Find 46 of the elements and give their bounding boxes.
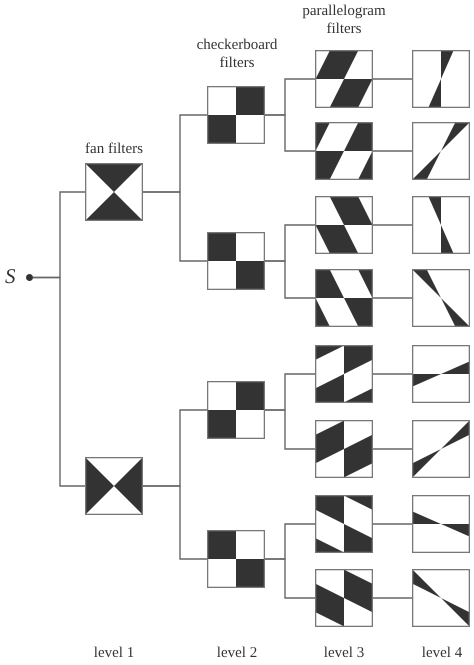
checkerboard-filter-drawing [207, 232, 265, 290]
parallelogram-filter-drawing [315, 420, 373, 478]
connector-line [373, 373, 412, 375]
fan-filter-drawing [85, 457, 143, 515]
connector-line [373, 297, 412, 299]
checkerboard-filter-drawing [207, 381, 265, 439]
level-label: level 4 [420, 644, 464, 662]
connector-line [265, 409, 315, 450]
column-heading: parallelogram filters [301, 2, 387, 38]
fan-filter-drawing [85, 163, 143, 221]
checkerboard-filter-drawing [207, 86, 265, 144]
connector-line [373, 597, 412, 599]
parallelogram-filter-drawing [315, 569, 373, 627]
wedge-filter-drawing [412, 420, 470, 478]
parallelogram-filter-drawing [315, 495, 373, 553]
level-label: level 2 [216, 644, 258, 662]
input-dot [26, 274, 33, 281]
parallelogram-filter-drawing [315, 269, 373, 327]
wedge-filter-drawing [412, 569, 470, 627]
wedge-filter-drawing [412, 50, 470, 108]
parallelogram-filter-drawing [315, 345, 373, 403]
connector-line [143, 191, 207, 262]
wedge-filter-drawing [412, 269, 470, 327]
column-heading: checkerboard filters [196, 36, 278, 72]
parallelogram-filter-drawing [315, 196, 373, 254]
connector-line [265, 114, 315, 152]
connector-line [373, 150, 412, 152]
wedge-filter-drawing [412, 345, 470, 403]
connector-line [373, 448, 412, 450]
connector-line [373, 224, 412, 226]
wedge-filter-drawing [412, 495, 470, 553]
level-label: level 3 [322, 644, 366, 662]
signal-label: S [5, 265, 16, 287]
level-label: level 1 [92, 644, 136, 662]
wedge-filter-drawing [412, 196, 470, 254]
connector-line [373, 523, 412, 525]
column-heading: fan filters [84, 140, 144, 158]
parallelogram-filter-drawing [315, 122, 373, 180]
connector-line [33, 276, 85, 487]
connector-line [143, 485, 207, 560]
parallelogram-filter-drawing [315, 50, 373, 108]
connector-line [265, 558, 315, 599]
checkerboard-filter-drawing [207, 530, 265, 588]
wedge-filter-drawing [412, 122, 470, 180]
connector-line [265, 260, 315, 299]
connector-line [373, 78, 412, 80]
